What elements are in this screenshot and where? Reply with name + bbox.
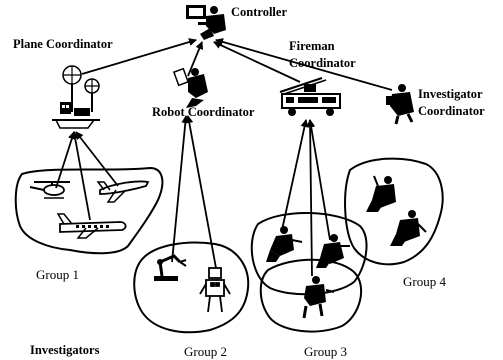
robot-coordinator-icon xyxy=(172,67,208,108)
airliner-icon xyxy=(56,213,127,239)
arrow-helicopter-to-plane xyxy=(55,131,76,189)
investigator-coordinator-icon xyxy=(386,84,414,125)
helicopter-icon xyxy=(29,181,70,199)
fireman-icon-b xyxy=(316,234,350,268)
group1-label: Group 1 xyxy=(36,267,79,282)
arrow-robot-to-controller xyxy=(187,41,204,77)
investigator-coordinator-label-line2: Coordinator xyxy=(418,104,485,118)
arrow-fireman-to-controller xyxy=(213,41,301,83)
controller-label: Controller xyxy=(231,5,288,19)
robot-coordinator-label: Robot Coordinator xyxy=(152,105,255,119)
group4-boundary xyxy=(344,157,444,266)
investigator-icon-a xyxy=(366,175,396,212)
arrow-fireman-b-to-firecoord xyxy=(307,119,331,241)
plane-coordinator-label: Plane Coordinator xyxy=(13,37,113,51)
controller-icon xyxy=(186,5,226,40)
group1-boundary xyxy=(14,166,164,255)
jet-icon xyxy=(96,180,150,203)
arrow-robotarm-to-robot xyxy=(171,115,190,263)
fireman-icon-c xyxy=(302,276,335,319)
arrow-airliner-to-plane xyxy=(71,131,91,221)
fireman-coordinator-label-line2: Coordinator xyxy=(289,56,356,70)
group3-label: Group 3 xyxy=(304,344,347,359)
plane-coordinator-icon xyxy=(52,65,100,129)
arrow-fireman-c-to-firecoord xyxy=(306,119,315,277)
arrow-jet-to-plane xyxy=(75,131,119,187)
investigator-icon-b xyxy=(390,210,427,246)
fireman-coordinator-label-line1: Fireman xyxy=(289,39,335,53)
investigator-coordinator-label-line1: Investigator xyxy=(418,87,483,101)
fireman-coordinator-icon xyxy=(279,77,341,116)
humanoid-robot-icon xyxy=(199,267,231,313)
robot-arm-icon xyxy=(154,254,187,281)
group3-boundary-a xyxy=(250,211,368,296)
arrow-humanoid-to-robot xyxy=(185,115,217,269)
arrow-fireman-a-to-firecoord xyxy=(281,119,309,231)
group2-label: Group 2 xyxy=(184,344,227,359)
fireman-icon-a xyxy=(266,226,303,262)
investigators-label: Investigators xyxy=(30,343,100,357)
arrow-investigator-to-controller xyxy=(215,38,393,91)
group4-label: Group 4 xyxy=(403,274,446,289)
group2-boundary xyxy=(133,241,250,334)
arrow-plane-to-controller xyxy=(81,38,197,75)
